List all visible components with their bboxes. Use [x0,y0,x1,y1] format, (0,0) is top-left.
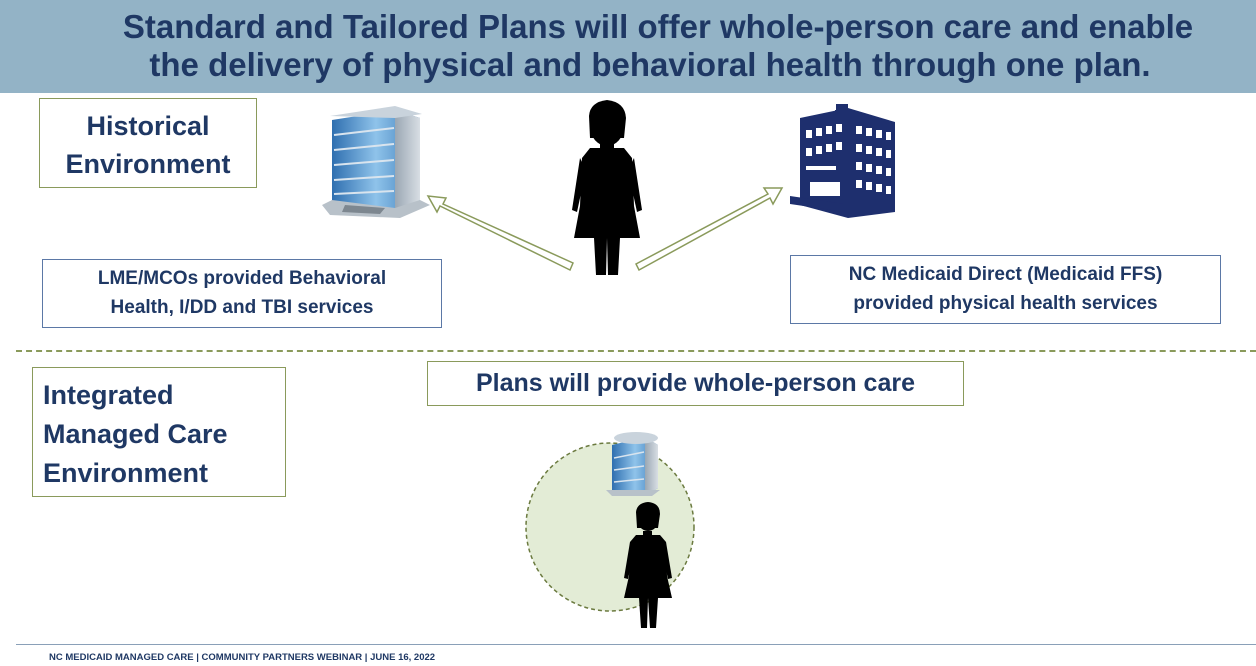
plans-whole-person-care-box: Plans will provide whole-person care [427,361,964,406]
integrated-person-icon [624,502,672,628]
nc-medicaid-direct-box: NC Medicaid Direct (Medicaid FFS) provid… [790,255,1221,324]
hospital-building-icon [790,104,895,218]
lme-mco-box: LME/MCOs provided Behavioral Health, I/D… [42,259,442,328]
integrated-label-line1: Integrated [43,380,174,410]
arrow-icon [426,187,784,272]
ncm-box-line1: NC Medicaid Direct (Medicaid FFS) [848,264,1163,285]
lme-box-line1: LME/MCOs provided Behavioral [97,268,387,289]
lme-box-line2: Health, I/DD and TBI services [110,297,374,318]
integrated-environment-label: Integrated Managed Care Environment [32,367,286,497]
title-line-2: the delivery of physical and behavioral … [149,46,1151,83]
glass-office-building-icon [322,106,430,218]
integrated-label-line3: Environment [43,458,209,488]
integrated-label-line2: Managed Care [43,419,228,449]
ncm-box-line2: provided physical health services [853,293,1158,314]
person-icon [572,100,642,275]
integrated-building-icon [606,432,660,496]
section-divider [16,350,1256,352]
historical-label-line2: Environment [65,149,231,179]
title-line-1: Standard and Tailored Plans will offer w… [122,8,1194,45]
historical-environment-label: Historical Environment [39,98,257,188]
title-banner: Standard and Tailored Plans will offer w… [0,0,1256,93]
footer-rule [16,644,1256,645]
footer-text: NC MEDICAID MANAGED CARE | COMMUNITY PAR… [49,652,436,663]
historical-label-line1: Historical [86,111,210,141]
